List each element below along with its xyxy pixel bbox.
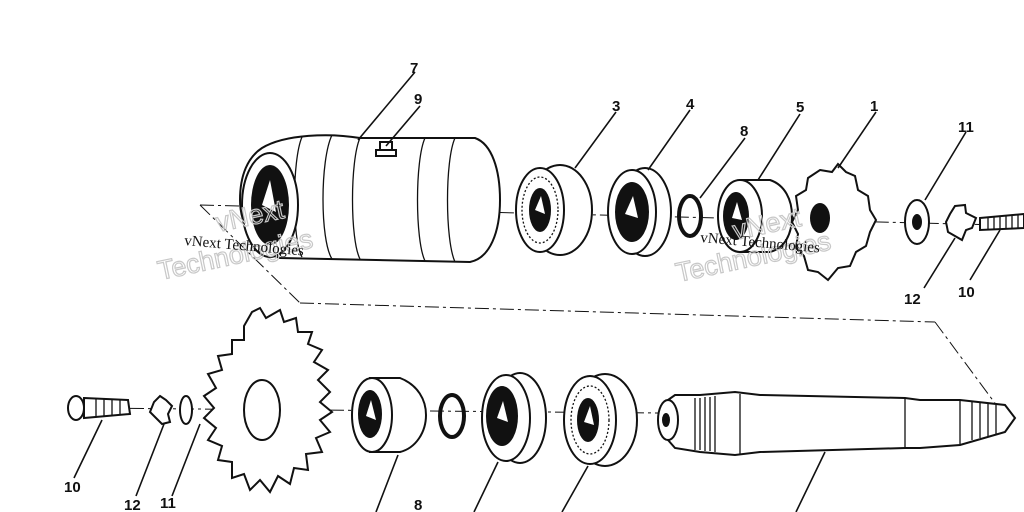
washer	[179, 395, 193, 425]
bearing	[515, 164, 593, 256]
leader-lines	[73, 71, 1001, 512]
bolt	[67, 395, 132, 421]
seal	[351, 377, 428, 453]
callout-number: 5	[796, 99, 804, 116]
callout-number: 1	[870, 98, 878, 115]
callout-number: 12	[124, 497, 141, 512]
grease-fitting	[375, 141, 397, 157]
callout-labels: 7 9 3 4 8 5 1 11 12 10 10 12 11 8	[64, 60, 975, 512]
large-sprocket	[202, 306, 334, 494]
callout-number: 3	[612, 98, 620, 115]
callout-number: 7	[410, 60, 418, 77]
o-ring	[438, 393, 466, 439]
callout-number: 10	[958, 284, 975, 301]
callout-number: 4	[686, 96, 695, 113]
bolt	[979, 212, 1024, 232]
bearing-cup	[607, 167, 672, 257]
callout-number: 8	[740, 123, 748, 140]
small-sprocket	[790, 162, 878, 282]
callout-number: 12	[904, 291, 921, 308]
callout-number: 10	[64, 479, 81, 496]
seal	[717, 179, 794, 253]
lock-washer	[148, 394, 174, 426]
o-ring	[677, 194, 703, 238]
callout-number: 9	[414, 91, 422, 108]
callout-number: 11	[958, 119, 974, 136]
bearing	[563, 373, 638, 467]
washer	[904, 199, 930, 245]
callout-number: 8	[414, 497, 422, 512]
bearing-cup	[481, 372, 547, 464]
housing	[238, 134, 502, 264]
lock-washer	[944, 203, 978, 242]
shaft	[657, 390, 1017, 457]
callout-number: 11	[160, 495, 176, 512]
